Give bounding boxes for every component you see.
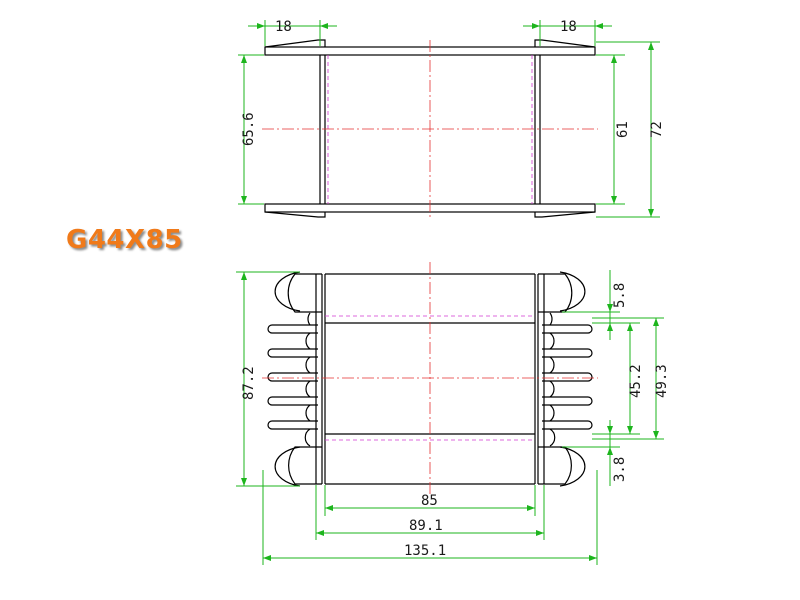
dim-label: 135.1 <box>404 543 446 559</box>
right-flange-top-lobe <box>538 273 573 313</box>
dim-label: 49.3 <box>654 364 670 398</box>
dim-label: 18 <box>560 19 577 35</box>
top-view-dimensions: 18 18 65.6 61 72 <box>238 19 665 218</box>
front-view-dimensions: 87.2 5.8 45.2 49.3 3.8 85 <box>236 270 670 565</box>
flange-outline <box>559 446 586 487</box>
dim-label: 87.2 <box>241 366 257 400</box>
bottom-left-tab <box>264 211 326 218</box>
front-view <box>262 262 598 495</box>
dim-label: 85 <box>421 493 438 509</box>
flange-outline <box>274 446 301 487</box>
dim-label: 3.8 <box>612 457 628 482</box>
dim-label: 72 <box>649 121 665 138</box>
left-flange-bottom-lobe <box>288 446 322 485</box>
top-right-tab <box>534 39 596 48</box>
dim-label: 89.1 <box>409 518 443 534</box>
top-view <box>262 39 598 218</box>
dim-label: 65.6 <box>241 112 257 146</box>
flange-outline <box>559 271 586 312</box>
flange-outline <box>274 271 301 312</box>
bottom-right-tab <box>534 211 596 218</box>
left-pins <box>267 312 318 447</box>
dim-label: 5.8 <box>612 283 628 308</box>
dim-label: 18 <box>275 19 292 35</box>
dim-label: 61 <box>615 121 631 138</box>
right-flange-bottom-lobe <box>538 446 572 485</box>
right-pins <box>542 312 593 447</box>
left-flange-top-lobe <box>287 273 322 313</box>
dim-label: 45.2 <box>628 364 644 398</box>
model-title: G44X85 <box>66 225 183 255</box>
top-left-tab <box>264 39 326 48</box>
